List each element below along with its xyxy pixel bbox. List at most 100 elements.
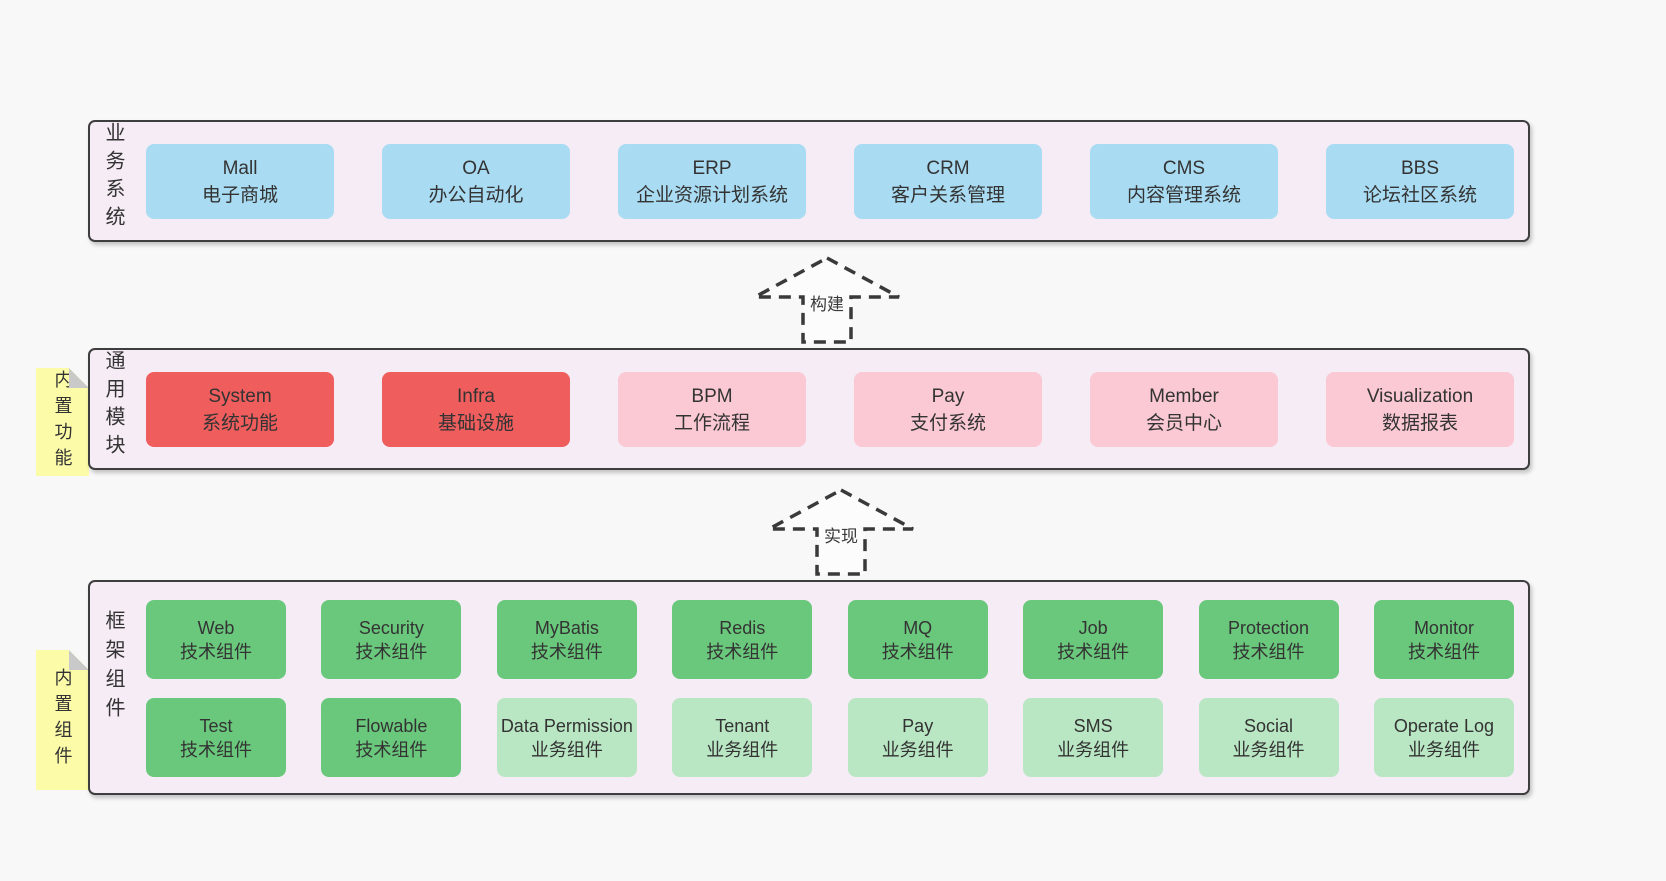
node-subtitle: 业务组件 <box>1407 739 1480 760</box>
node-title: BBS <box>1400 157 1440 179</box>
node-oa: OA 办公自动化 <box>382 144 570 219</box>
node-title: Protection <box>1228 617 1310 638</box>
node-sms: SMS 业务组件 <box>1023 698 1164 777</box>
node-subtitle: 技术组件 <box>1232 641 1305 662</box>
node-subtitle: 业务组件 <box>881 739 954 760</box>
node-subtitle: 技术组件 <box>355 739 428 760</box>
node-subtitle: 数据报表 <box>1381 412 1458 434</box>
node-subtitle: 工作流程 <box>673 412 750 434</box>
sticky-note-text: 内置功能 <box>52 370 73 474</box>
node-title: CMS <box>1162 157 1206 179</box>
framework-row-1: Web 技术组件 Security 技术组件 MyBatis 技术组件 Redi… <box>146 600 1514 679</box>
node-title: Pay <box>902 715 934 736</box>
node-subtitle: 技术组件 <box>706 641 779 662</box>
node-subtitle: 业务组件 <box>1232 739 1305 760</box>
node-system: System 系统功能 <box>146 372 334 447</box>
panel-label-framework: 框架组件 <box>102 610 124 726</box>
node-subtitle: 技术组件 <box>355 641 428 662</box>
node-infra: Infra 基础设施 <box>382 372 570 447</box>
arrow-implement: 实现 <box>761 486 921 578</box>
node-monitor: Monitor 技术组件 <box>1373 600 1514 679</box>
node-mybatis: MyBatis 技术组件 <box>496 600 637 679</box>
node-title: Flowable <box>355 715 428 736</box>
node-security: Security 技术组件 <box>321 600 462 679</box>
node-title: ERP <box>692 157 732 179</box>
node-subtitle: 技术组件 <box>1407 641 1480 662</box>
node-subtitle: 基础设施 <box>437 412 514 434</box>
node-subtitle: 电子商城 <box>201 184 278 206</box>
arrow-build-label: 构建 <box>747 290 907 315</box>
sticky-fold-corner <box>69 650 89 670</box>
node-subtitle: 技术组件 <box>530 641 603 662</box>
node-title: Job <box>1078 617 1108 638</box>
node-subtitle: 企业资源计划系统 <box>635 184 788 206</box>
node-data-permission: Data Permission 业务组件 <box>496 698 637 777</box>
node-redis: Redis 技术组件 <box>672 600 813 679</box>
node-title: MQ <box>903 617 933 638</box>
sticky-fold-corner <box>69 368 89 388</box>
node-subtitle: 办公自动化 <box>428 184 524 206</box>
node-subtitle: 技术组件 <box>180 641 252 662</box>
node-web: Web 技术组件 <box>146 600 286 679</box>
node-subtitle: 客户关系管理 <box>890 184 1005 206</box>
node-title: Social <box>1244 715 1294 736</box>
node-subtitle: 论坛社区系统 <box>1362 184 1477 206</box>
node-title: BPM <box>691 385 733 407</box>
node-title: CRM <box>926 157 970 179</box>
arrow-build: 构建 <box>747 254 907 346</box>
node-pay-component: Pay 业务组件 <box>847 698 988 777</box>
node-title: Infra <box>456 385 496 407</box>
node-subtitle: 业务组件 <box>530 739 603 760</box>
node-erp: ERP 企业资源计划系统 <box>618 144 806 219</box>
node-title: Web <box>197 617 235 638</box>
node-tenant: Tenant 业务组件 <box>672 698 813 777</box>
node-subtitle: 支付系统 <box>909 412 986 434</box>
node-cms: CMS 内容管理系统 <box>1090 144 1278 219</box>
node-protection: Protection 技术组件 <box>1198 600 1339 679</box>
node-subtitle: 系统功能 <box>201 412 278 434</box>
node-subtitle: 技术组件 <box>1057 641 1130 662</box>
node-title: Security <box>358 617 424 638</box>
node-title: Test <box>199 715 233 736</box>
node-subtitle: 业务组件 <box>706 739 779 760</box>
node-title: Monitor <box>1413 617 1474 638</box>
node-subtitle: 技术组件 <box>180 739 252 760</box>
node-title: OA <box>462 157 490 179</box>
node-title: Mall <box>222 157 258 179</box>
node-title: Member <box>1149 385 1219 407</box>
node-pay-module: Pay 支付系统 <box>854 372 1042 447</box>
node-title: System <box>208 385 272 407</box>
panel-label-modules: 通用模块 <box>102 350 124 462</box>
node-test: Test 技术组件 <box>146 698 286 777</box>
sticky-note-built-in-features: 内置功能 <box>36 368 89 476</box>
node-crm: CRM 客户关系管理 <box>854 144 1042 219</box>
modules-box-row: System 系统功能 Infra 基础设施 BPM 工作流程 Pay 支付系统… <box>146 372 1514 447</box>
node-title: SMS <box>1073 715 1113 736</box>
node-title: MyBatis <box>534 617 599 638</box>
node-job: Job 技术组件 <box>1023 600 1164 679</box>
business-box-row: Mall 电子商城 OA 办公自动化 ERP 企业资源计划系统 CRM 客户关系… <box>146 144 1514 219</box>
node-social: Social 业务组件 <box>1198 698 1339 777</box>
node-member: Member 会员中心 <box>1090 372 1278 447</box>
node-title: Redis <box>719 617 766 638</box>
node-title: Visualization <box>1366 385 1474 407</box>
panel-common-modules: 通用模块 System 系统功能 Infra 基础设施 BPM 工作流程 Pay… <box>88 348 1530 470</box>
node-subtitle: 技术组件 <box>881 641 954 662</box>
node-bpm: BPM 工作流程 <box>618 372 806 447</box>
node-mq: MQ 技术组件 <box>847 600 988 679</box>
node-operate-log: Operate Log 业务组件 <box>1373 698 1514 777</box>
node-flowable: Flowable 技术组件 <box>321 698 462 777</box>
panel-framework-components: 框架组件 Web 技术组件 Security 技术组件 MyBatis 技术组件… <box>88 580 1530 795</box>
arrow-implement-label: 实现 <box>761 522 921 547</box>
panel-business-systems: 业务系统 Mall 电子商城 OA 办公自动化 ERP 企业资源计划系统 CRM… <box>88 120 1530 242</box>
sticky-note-text: 内置组件 <box>52 668 73 772</box>
framework-row-2: Test 技术组件 Flowable 技术组件 Data Permission … <box>146 698 1514 777</box>
node-title: Tenant <box>715 715 770 736</box>
node-title: Pay <box>931 385 965 407</box>
node-bbs: BBS 论坛社区系统 <box>1326 144 1514 219</box>
node-subtitle: 业务组件 <box>1057 739 1130 760</box>
node-title: Data Permission <box>500 715 633 736</box>
node-subtitle: 会员中心 <box>1145 412 1222 434</box>
sticky-note-built-in-components: 内置组件 <box>36 650 89 790</box>
